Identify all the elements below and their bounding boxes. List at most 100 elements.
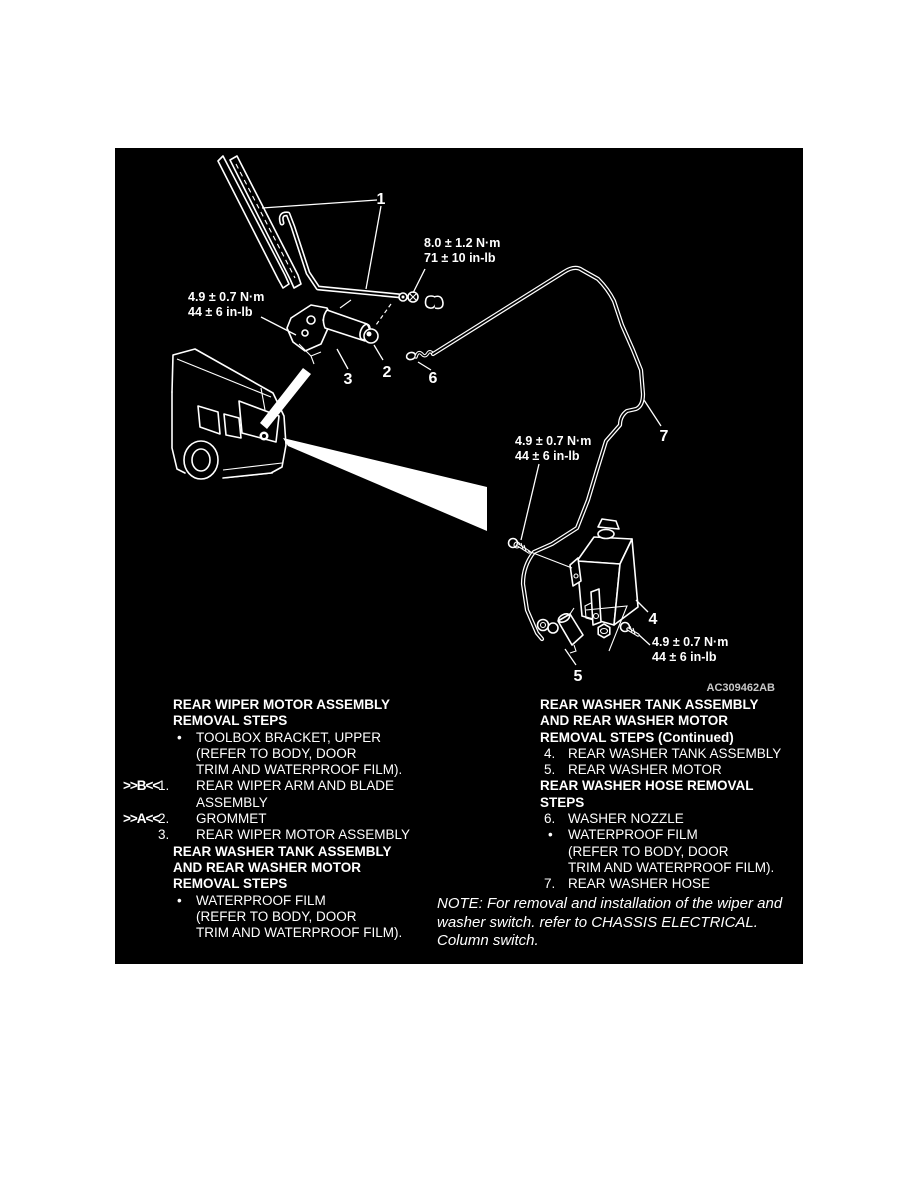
reinstall-marker: >>A<< — [123, 811, 160, 827]
step-text: REAR WASHER MOTOR — [568, 762, 722, 778]
tank-bolt-lower-drawing — [619, 621, 640, 637]
bullet-icon: • — [177, 892, 182, 908]
torque-tank-lower-metric: 4.9 ± 0.7 N·m — [652, 635, 728, 649]
step-text: TRIM AND WATERPROOF FILM). — [568, 859, 775, 875]
section-heading: REAR WIPER MOTOR ASSEMBLY — [123, 697, 463, 713]
step-number: 1. — [158, 778, 170, 794]
section-heading: REMOVAL STEPS — [123, 876, 463, 892]
procedure-column-left: REAR WIPER MOTOR ASSEMBLY REMOVAL STEPS … — [123, 697, 463, 941]
wiper-motor-drawing — [286, 299, 371, 365]
grommet-drawing — [363, 328, 379, 344]
step-text: GROMMET — [196, 811, 267, 827]
section-heading: REAR WASHER HOSE REMOVAL — [540, 778, 800, 794]
torque-arm-nut-metric: 8.0 ± 1.2 N·m — [424, 236, 500, 250]
note-line: washer switch. refer to CHASSIS ELECTRIC… — [437, 913, 758, 931]
step-text: REAR WASHER HOSE — [568, 876, 711, 892]
torque-tank-upper-metric: 4.9 ± 0.7 N·m — [515, 434, 591, 448]
heading-text: AND REAR WASHER MOTOR — [540, 713, 729, 729]
torque-tank-upper-imperial: 44 ± 6 in-lb — [515, 449, 580, 463]
bullet-icon: • — [177, 729, 182, 745]
washer-motor-drawing — [536, 607, 584, 654]
tank-nut-drawing — [597, 623, 611, 639]
washer-hose-drawing — [430, 265, 646, 642]
step-continuation: (REFER TO BODY, DOOR — [123, 746, 463, 762]
procedure-column-right: REAR WASHER TANK ASSEMBLY AND REAR WASHE… — [540, 697, 800, 893]
numbered-step: 3. REAR WIPER MOTOR ASSEMBLY — [123, 827, 463, 843]
vehicle-drawing — [171, 348, 287, 480]
step-text: WATERPROOF FILM — [196, 892, 326, 908]
step-text: REAR WIPER ARM AND BLADE — [196, 778, 395, 794]
step-number: 7. — [544, 876, 556, 892]
heading-text: REMOVAL STEPS — [173, 876, 288, 892]
heading-text: REMOVAL STEPS (Continued) — [540, 729, 734, 745]
arm-nut-drawing — [407, 291, 444, 310]
step-continuation: TRIM AND WATERPROOF FILM). — [123, 925, 463, 941]
tank-bolt-upper-drawing — [507, 537, 573, 569]
bullet-step: • TOOLBOX BRACKET, UPPER — [123, 730, 463, 746]
step-text: TOOLBOX BRACKET, UPPER — [196, 729, 382, 745]
step-text: (REFER TO BODY, DOOR — [568, 843, 729, 859]
heading-text: REAR WASHER TANK ASSEMBLY — [540, 697, 759, 712]
step-text: (REFER TO BODY, DOOR — [196, 745, 357, 761]
torque-motor-imperial: 44 ± 6 in-lb — [188, 305, 253, 319]
callout-leader-lines — [260, 199, 662, 666]
section-heading: AND REAR WASHER MOTOR — [123, 860, 463, 876]
washer-tank-drawing — [569, 518, 639, 652]
section-heading: STEPS — [540, 795, 800, 811]
heading-text: REAR WASHER TANK ASSEMBLY — [173, 843, 392, 859]
bullet-step: • WATERPROOF FILM — [540, 827, 800, 843]
callout-3: 3 — [344, 371, 353, 388]
numbered-step: >>B<<1.REAR WIPER ARM AND BLADE — [123, 778, 463, 794]
bullet-step: • WATERPROOF FILM — [123, 893, 463, 909]
callout-4: 4 — [649, 611, 658, 628]
section-heading: REAR WASHER TANK ASSEMBLY — [123, 844, 463, 860]
step-number: 2. — [158, 811, 170, 827]
step-text: REAR WASHER TANK ASSEMBLY — [568, 745, 782, 761]
step-text: WATERPROOF FILM — [568, 827, 698, 843]
step-text: TRIM AND WATERPROOF FILM). — [196, 925, 403, 941]
numbered-step: >>A<<2. GROMMET — [123, 811, 463, 827]
heading-text: AND REAR WASHER MOTOR — [173, 859, 362, 875]
step-number: 3. — [158, 827, 170, 843]
step-text: (REFER TO BODY, DOOR — [196, 908, 357, 924]
figure-panel: 8.0 ± 1.2 N·m 71 ± 10 in-lb 4.9 ± 0.7 N·… — [115, 148, 803, 964]
step-text: TRIM AND WATERPROOF FILM). — [196, 762, 403, 778]
step-continuation: ASSEMBLY — [123, 795, 463, 811]
heading-text: REAR WASHER HOSE REMOVAL — [540, 778, 754, 794]
numbered-step: 4. REAR WASHER TANK ASSEMBLY — [540, 746, 800, 762]
note-paragraph: NOTE: For removal and installation of th… — [437, 895, 803, 951]
torque-motor-metric: 4.9 ± 0.7 N·m — [188, 290, 264, 304]
numbered-step: 7. REAR WASHER HOSE — [540, 876, 800, 892]
callout-7: 7 — [660, 428, 669, 445]
numbered-step: 5. REAR WASHER MOTOR — [540, 762, 800, 778]
callout-2: 2 — [383, 364, 392, 381]
step-number: 5. — [544, 762, 556, 778]
step-text: ASSEMBLY — [196, 794, 268, 810]
step-continuation: (REFER TO BODY, DOOR — [123, 909, 463, 925]
numbered-step: 6.WASHER NOZZLE — [540, 811, 800, 827]
washer-nozzle-drawing — [405, 350, 435, 361]
callout-5: 5 — [574, 668, 583, 685]
figure-code-watermark: AC309462AB — [707, 682, 776, 694]
step-number: 6. — [544, 811, 556, 827]
step-continuation: (REFER TO BODY, DOOR — [540, 844, 800, 860]
step-text: REAR WIPER MOTOR ASSEMBLY — [196, 827, 411, 843]
wiper-blade-drawing — [217, 155, 302, 289]
section-heading: REMOVAL STEPS (Continued) — [540, 730, 800, 746]
note-line: Column switch. — [437, 932, 539, 949]
section-heading: REAR WASHER TANK ASSEMBLY — [540, 697, 800, 713]
exploded-diagram: 8.0 ± 1.2 N·m 71 ± 10 in-lb 4.9 ± 0.7 N·… — [171, 155, 776, 694]
step-continuation: TRIM AND WATERPROOF FILM). — [540, 860, 800, 876]
section-heading: AND REAR WASHER MOTOR — [540, 713, 800, 729]
bullet-icon: • — [548, 827, 553, 843]
wiper-arm-drawing — [278, 211, 408, 302]
step-continuation: TRIM AND WATERPROOF FILM). — [123, 762, 463, 778]
step-number: 4. — [544, 745, 556, 761]
section-heading: REMOVAL STEPS — [123, 713, 463, 729]
heading-text: REMOVAL STEPS — [173, 713, 288, 729]
location-beams — [260, 368, 487, 531]
callout-6: 6 — [429, 370, 438, 387]
heading-text: STEPS — [540, 794, 585, 810]
callout-1: 1 — [377, 191, 386, 208]
